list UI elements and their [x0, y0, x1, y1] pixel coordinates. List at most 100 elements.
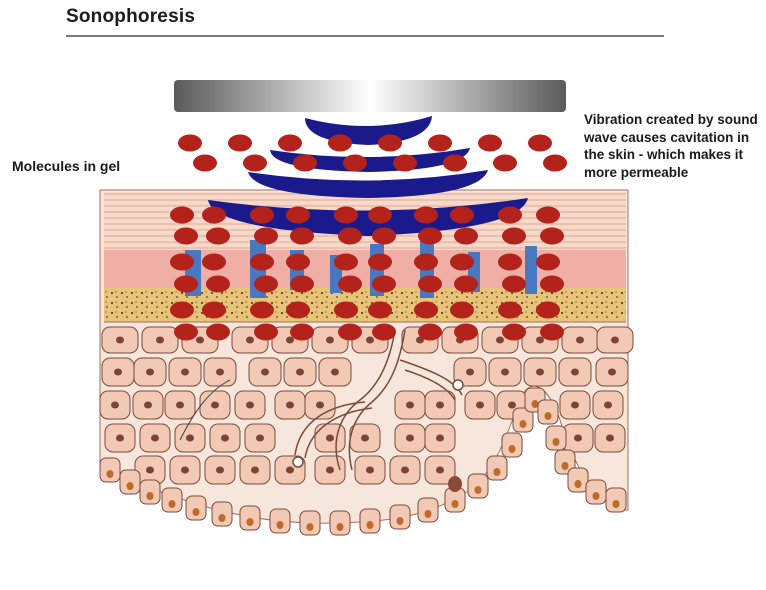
basal-cell-nucleus — [494, 468, 501, 476]
molecule — [290, 276, 314, 293]
cell-nucleus — [246, 402, 254, 409]
cell-nucleus — [496, 337, 504, 344]
molecule — [498, 254, 522, 271]
cell-nucleus — [151, 435, 159, 442]
cell-nucleus — [536, 337, 544, 344]
molecule — [334, 302, 358, 319]
cell-nucleus — [501, 369, 509, 376]
molecule — [372, 276, 396, 293]
cell-nucleus — [181, 369, 189, 376]
molecule — [250, 302, 274, 319]
cell-nucleus — [114, 369, 122, 376]
cell-nucleus — [326, 467, 334, 474]
molecule — [206, 324, 230, 341]
molecule — [528, 135, 552, 152]
molecule — [454, 276, 478, 293]
cell-nucleus — [571, 402, 579, 409]
cell-nucleus — [116, 435, 124, 442]
molecule — [250, 254, 274, 271]
cavitation-channel — [525, 246, 537, 294]
molecule — [372, 324, 396, 341]
molecule — [250, 207, 274, 224]
molecule — [540, 324, 564, 341]
cell-nucleus — [251, 467, 259, 474]
cell-nucleus — [146, 467, 154, 474]
molecule — [254, 228, 278, 245]
molecule — [290, 228, 314, 245]
basal-cell-nucleus — [277, 521, 284, 529]
cell-nucleus — [211, 402, 219, 409]
molecule — [536, 302, 560, 319]
cell-nucleus — [536, 369, 544, 376]
molecule — [286, 302, 310, 319]
cell-nucleus — [186, 435, 194, 442]
cell-nucleus — [436, 402, 444, 409]
molecule — [450, 207, 474, 224]
molecule — [254, 276, 278, 293]
molecule — [498, 302, 522, 319]
cell-nucleus — [326, 337, 334, 344]
cell-nucleus — [216, 467, 224, 474]
cell-nucleus — [146, 369, 154, 376]
molecule — [540, 228, 564, 245]
cell-nucleus — [286, 402, 294, 409]
sound-wave-1 — [305, 116, 432, 145]
basal-cell-nucleus — [553, 438, 560, 446]
molecule — [378, 135, 402, 152]
basal-cell-nucleus — [107, 470, 114, 478]
molecule — [428, 135, 452, 152]
molecule — [170, 302, 194, 319]
molecules-in-gel-label: Molecules in gel — [12, 158, 120, 174]
ultrasound-transducer — [174, 80, 566, 112]
molecule — [334, 254, 358, 271]
molecule — [202, 254, 226, 271]
cell-nucleus — [261, 369, 269, 376]
cell-nucleus — [196, 337, 204, 344]
molecule — [454, 228, 478, 245]
basal-cell-nucleus — [613, 500, 620, 508]
molecule — [293, 155, 317, 172]
molecule — [278, 135, 302, 152]
vibration-caption: Vibration created by sound wave causes c… — [584, 111, 762, 181]
molecule — [498, 207, 522, 224]
molecule — [418, 228, 442, 245]
molecule — [286, 254, 310, 271]
cell-nucleus — [574, 435, 582, 442]
molecule — [418, 276, 442, 293]
molecule — [334, 207, 358, 224]
cell-nucleus — [361, 435, 369, 442]
molecule — [178, 135, 202, 152]
basal-cell-nucleus — [545, 412, 552, 420]
molecule — [502, 324, 526, 341]
molecule — [170, 254, 194, 271]
basal-cell-nucleus — [425, 510, 432, 518]
basal-cell-nucleus — [219, 514, 226, 522]
basal-cell-nucleus — [147, 492, 154, 500]
molecule — [343, 155, 367, 172]
molecule — [202, 207, 226, 224]
molecule — [228, 135, 252, 152]
molecule — [290, 324, 314, 341]
basal-cell-nucleus — [520, 420, 527, 428]
cell-nucleus — [181, 467, 189, 474]
cell-nucleus — [366, 467, 374, 474]
molecule — [454, 324, 478, 341]
molecule — [243, 155, 267, 172]
cell-nucleus — [401, 467, 409, 474]
cell-nucleus — [436, 467, 444, 474]
molecule — [372, 228, 396, 245]
molecule — [543, 155, 567, 172]
cell-nucleus — [316, 402, 324, 409]
cell-nucleus — [576, 337, 584, 344]
cell-nucleus — [406, 435, 414, 442]
cell-nucleus — [476, 402, 484, 409]
basal-cell-nucleus — [367, 521, 374, 529]
cell-nucleus — [286, 467, 294, 474]
basal-cell-nucleus — [169, 500, 176, 508]
cell-nucleus — [606, 435, 614, 442]
cell-nucleus — [116, 337, 124, 344]
cell-nucleus — [111, 402, 119, 409]
molecule — [286, 207, 310, 224]
cell-nucleus — [176, 402, 184, 409]
basal-cell-nucleus — [475, 486, 482, 494]
